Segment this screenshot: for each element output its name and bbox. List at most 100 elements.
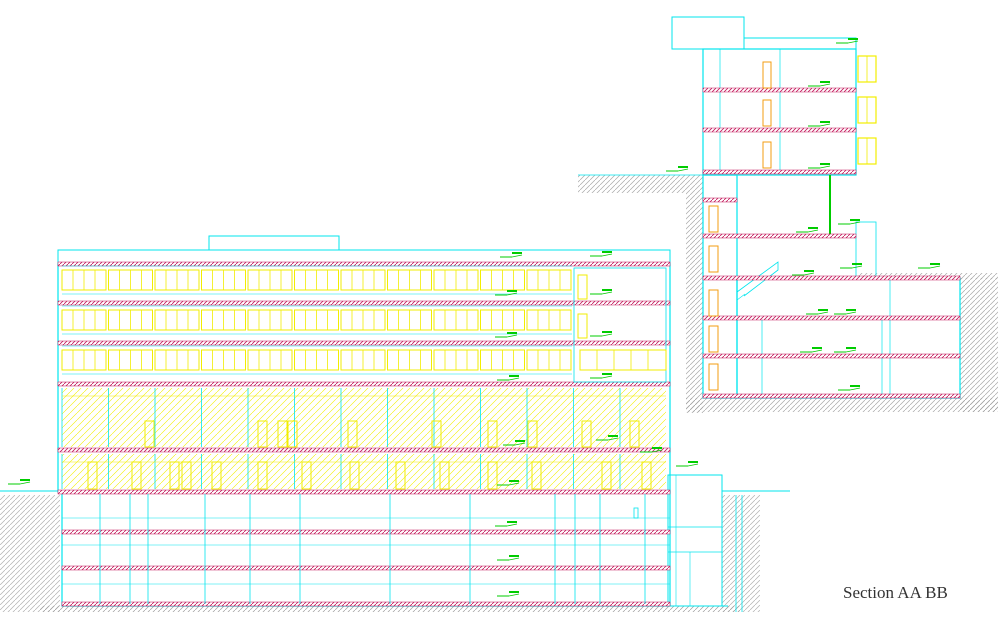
level-mark-tag <box>930 263 940 265</box>
door <box>87 461 98 490</box>
level-mark-tag <box>820 163 830 165</box>
door <box>641 461 652 490</box>
door <box>762 141 772 169</box>
door <box>277 420 288 448</box>
drawing-title: Section AA BB <box>843 583 948 602</box>
level-mark-leader <box>508 557 520 561</box>
section-aa <box>0 235 790 612</box>
door <box>169 461 180 490</box>
door <box>762 61 772 89</box>
basement-aa <box>62 494 670 604</box>
level-mark-leader <box>601 253 613 257</box>
ground-bb <box>578 174 998 413</box>
level-mark-tag <box>602 331 612 333</box>
level-mark-tag <box>846 347 856 349</box>
door <box>531 461 542 490</box>
door <box>257 420 268 448</box>
level-mark-leader <box>845 311 857 315</box>
level-mark-leader <box>514 442 526 446</box>
ground-aa <box>0 490 790 612</box>
slabs-aa <box>57 261 671 607</box>
floor-slab <box>57 300 671 306</box>
door <box>395 461 406 490</box>
floor-slab <box>702 87 857 93</box>
door <box>708 325 719 353</box>
level-mark-tag <box>846 309 856 311</box>
door <box>487 461 498 490</box>
floor-slab <box>702 233 857 239</box>
level-mark-tag <box>608 435 618 437</box>
floor-slab <box>57 489 671 495</box>
floor-slab <box>702 353 961 359</box>
level-mark-tag <box>688 461 698 463</box>
level-mark-tag <box>507 521 517 523</box>
level-mark-tag <box>602 251 612 253</box>
floor-slab <box>57 381 671 387</box>
fixture <box>633 507 639 519</box>
level-mark-leader <box>849 387 861 391</box>
level-mark-tag <box>848 38 858 40</box>
floors-aa <box>61 265 667 490</box>
level-mark-leader <box>817 311 829 315</box>
level-mark-tag <box>509 480 519 482</box>
floor-slab <box>702 197 738 203</box>
floor-slab <box>702 169 857 175</box>
openings-bb <box>708 55 877 391</box>
level-mark-leader <box>845 349 857 353</box>
door <box>347 420 358 448</box>
level-mark-leader <box>811 349 823 353</box>
level-mark-tag <box>509 591 519 593</box>
level-mark-leader <box>508 377 520 381</box>
level-mark-tag <box>850 385 860 387</box>
floor-slab <box>702 393 961 399</box>
level-mark-leader <box>508 482 520 486</box>
hatched-area <box>62 388 666 447</box>
level-mark-leader <box>849 221 861 225</box>
door <box>601 461 612 490</box>
door <box>211 461 222 490</box>
level-mark-leader <box>687 463 699 467</box>
section-bb <box>578 16 998 413</box>
level-mark-leader <box>651 449 663 453</box>
door <box>439 461 450 490</box>
stair-bay <box>573 267 667 383</box>
level-mark-tag <box>818 309 828 311</box>
level-mark-tag <box>509 375 519 377</box>
level-mark-tag <box>812 347 822 349</box>
floor-slab <box>57 261 671 267</box>
level-mark-leader <box>819 123 831 127</box>
level-mark-tag <box>20 479 30 481</box>
level-mark-tag <box>852 263 862 265</box>
door <box>431 420 442 448</box>
level-mark-leader <box>506 334 518 338</box>
level-mark-leader <box>819 83 831 87</box>
level-mark-leader <box>19 481 31 485</box>
level-mark-leader <box>506 523 518 527</box>
door <box>257 461 268 490</box>
level-mark-leader <box>508 593 520 597</box>
floor-slab <box>61 601 671 607</box>
door <box>577 274 588 300</box>
slabs-bb <box>702 87 961 399</box>
level-mark-leader <box>677 168 689 172</box>
floor-slab <box>61 529 671 535</box>
level-mark-leader <box>847 40 859 44</box>
level-mark-leader <box>511 254 523 258</box>
level-annotations <box>8 38 941 597</box>
door <box>708 363 719 391</box>
level-mark-tag <box>602 373 612 375</box>
level-mark-tag <box>515 440 525 442</box>
floor-slab <box>61 565 671 571</box>
floor-slab <box>57 340 671 346</box>
level-mark-leader <box>607 437 619 441</box>
level-mark-leader <box>601 291 613 295</box>
door <box>287 420 298 448</box>
level-mark-leader <box>601 333 613 337</box>
level-mark-leader <box>601 375 613 379</box>
level-mark-tag <box>820 81 830 83</box>
door <box>629 420 640 448</box>
window-frame <box>579 349 667 371</box>
level-mark-leader <box>807 229 819 233</box>
level-mark-leader <box>819 165 831 169</box>
door <box>301 461 312 490</box>
